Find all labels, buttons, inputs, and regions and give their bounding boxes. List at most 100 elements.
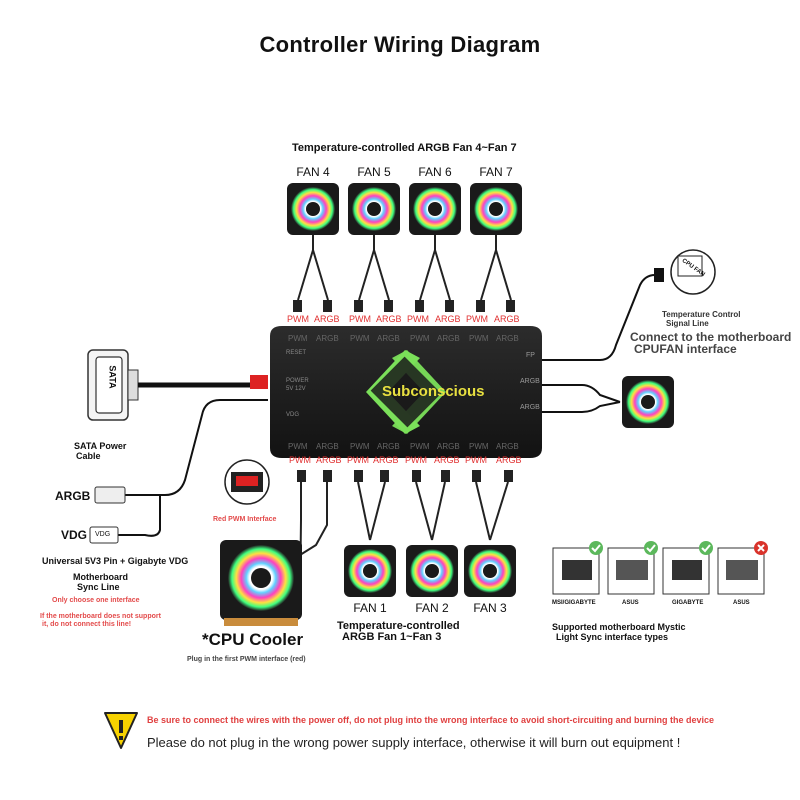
top-port-argb: ARGB — [376, 314, 402, 324]
temp-signal-2: Signal Line — [666, 319, 709, 328]
hub-port-label: ARGB — [496, 442, 519, 451]
hub-brand: Subconscious — [382, 383, 485, 400]
hub-port-label: PWM — [469, 334, 489, 343]
top-fan-5 — [348, 183, 400, 235]
hub-port-label: ARGB — [437, 442, 460, 451]
sata-caption-1: SATA Power — [74, 441, 127, 451]
fan-5-label: FAN 5 — [357, 165, 391, 179]
sync-type-name: GIGABYTE — [672, 600, 704, 606]
fan-1-label: FAN 1 — [353, 601, 387, 615]
motherboard-sync-1: Motherboard — [73, 572, 128, 582]
top-fan-cables — [297, 235, 512, 301]
warning-icon — [104, 712, 138, 749]
sync-interfaces — [552, 541, 768, 595]
top-port-pwm: PWM — [466, 314, 488, 324]
cpu-plug-note: Plug in the first PWM interface (red) — [187, 656, 306, 663]
red-pwm-interface — [224, 459, 270, 505]
bottom-fan-cables — [299, 481, 509, 601]
fan-7-label: FAN 7 — [479, 165, 513, 179]
hub-argb-text: ARGB — [520, 378, 540, 385]
top-port-pwm: PWM — [407, 314, 429, 324]
right-fan — [542, 376, 674, 428]
top-port-argb: ARGB — [494, 314, 520, 324]
hub-port-label: PWM — [469, 442, 489, 451]
top-fan-4 — [287, 183, 339, 235]
fan-3-label: FAN 3 — [473, 601, 507, 615]
vdg-plug-label: VDG — [95, 531, 111, 538]
hub-port-label: PWM — [410, 334, 430, 343]
hub-reset-text: RESET — [286, 350, 307, 356]
hub-port-label: ARGB — [316, 442, 339, 451]
not-support-note-2: it, do not connect this line! — [42, 621, 132, 628]
top-fans-label: Temperature-controlled ARGB Fan 4~Fan 7 — [292, 142, 517, 154]
universal-text: Universal 5V3 Pin + Gigabyte VDG — [42, 556, 189, 566]
connect-mb-2: CPUFAN interface — [634, 342, 737, 356]
cpu-cooler-label: *CPU Cooler — [202, 630, 304, 649]
argb-plug-shape — [89, 486, 126, 544]
temp-signal-1: Temperature Control — [662, 310, 741, 319]
argb-label: ARGB — [55, 489, 91, 503]
hub-port-label: ARGB — [377, 334, 400, 343]
page-title: Controller Wiring Diagram — [259, 32, 541, 57]
hub-vdg-text: VDG — [286, 412, 300, 418]
temp-signal-cable — [542, 249, 716, 361]
red-pwm-label: Red PWM Interface — [213, 516, 277, 523]
fan-4-label: FAN 4 — [296, 165, 330, 179]
hub-voltage-text: 5V 12V — [286, 386, 306, 392]
top-port-argb: ARGB — [435, 314, 461, 324]
hub-port-label: PWM — [288, 442, 308, 451]
warning-black-text: Please do not plug in the wrong power su… — [147, 735, 681, 750]
bottom-connectors — [297, 470, 513, 482]
sync-caption-2: Light Sync interface types — [556, 632, 669, 642]
sync-caption-1: Supported motherboard Mystic — [552, 622, 686, 632]
hub-fp-text: FP — [526, 352, 535, 359]
bottom-fan-3 — [464, 545, 516, 597]
bottom-fans-label-1: Temperature-controlled — [337, 620, 460, 632]
top-port-pwm: PWM — [349, 314, 371, 324]
controller-hub — [250, 326, 542, 458]
hub-argb-text: ARGB — [520, 404, 540, 411]
hub-port-label: ARGB — [437, 334, 460, 343]
top-port-pwm: PWM — [287, 314, 309, 324]
bottom-port-argb: ARGB — [434, 455, 460, 465]
fan-2-label: FAN 2 — [415, 601, 449, 615]
sync-type-name: ASUS — [733, 600, 750, 606]
hub-port-label: ARGB — [316, 334, 339, 343]
bottom-port-argb: ARGB — [316, 455, 342, 465]
not-support-note-1: If the motherboard does not support — [40, 613, 161, 620]
top-port-argb: ARGB — [314, 314, 340, 324]
sata-cable — [87, 349, 250, 421]
bottom-port-pwm: PWM — [347, 455, 369, 465]
sata-caption-2: Cable — [76, 451, 101, 461]
bottom-fan-2 — [406, 545, 458, 597]
sync-cables — [118, 399, 268, 537]
hub-port-label: PWM — [288, 334, 308, 343]
sync-type-name: MSI/GIGABYTE — [552, 600, 596, 606]
hub-power-text: POWER — [286, 378, 309, 384]
bottom-port-pwm: PWM — [465, 455, 487, 465]
hub-port-label: ARGB — [496, 334, 519, 343]
cpu-cooler — [220, 540, 302, 626]
sata-plug-label: SATA — [107, 365, 118, 389]
bottom-fans-label-2: ARGB Fan 1~Fan 3 — [342, 631, 442, 643]
top-connectors — [293, 300, 515, 312]
sync-type-name: ASUS — [622, 600, 639, 606]
top-fan-7 — [470, 183, 522, 235]
vdg-label: VDG — [61, 528, 88, 542]
only-one-note: Only choose one interface — [52, 597, 140, 604]
top-fan-6 — [409, 183, 461, 235]
hub-port-label: PWM — [350, 334, 370, 343]
hub-port-label: PWM — [410, 442, 430, 451]
motherboard-sync-2: Sync Line — [77, 582, 120, 592]
bottom-port-argb: ARGB — [496, 455, 522, 465]
hub-port-label: ARGB — [377, 442, 400, 451]
fan-6-label: FAN 6 — [418, 165, 452, 179]
bottom-port-pwm: PWM — [405, 455, 427, 465]
bottom-port-pwm: PWM — [289, 455, 311, 465]
bottom-port-argb: ARGB — [373, 455, 399, 465]
connect-mb-1: Connect to the motherboard — [630, 330, 792, 344]
warning-red-text: Be sure to connect the wires with the po… — [147, 715, 715, 725]
hub-port-label: PWM — [350, 442, 370, 451]
bottom-fan-1 — [344, 545, 396, 597]
